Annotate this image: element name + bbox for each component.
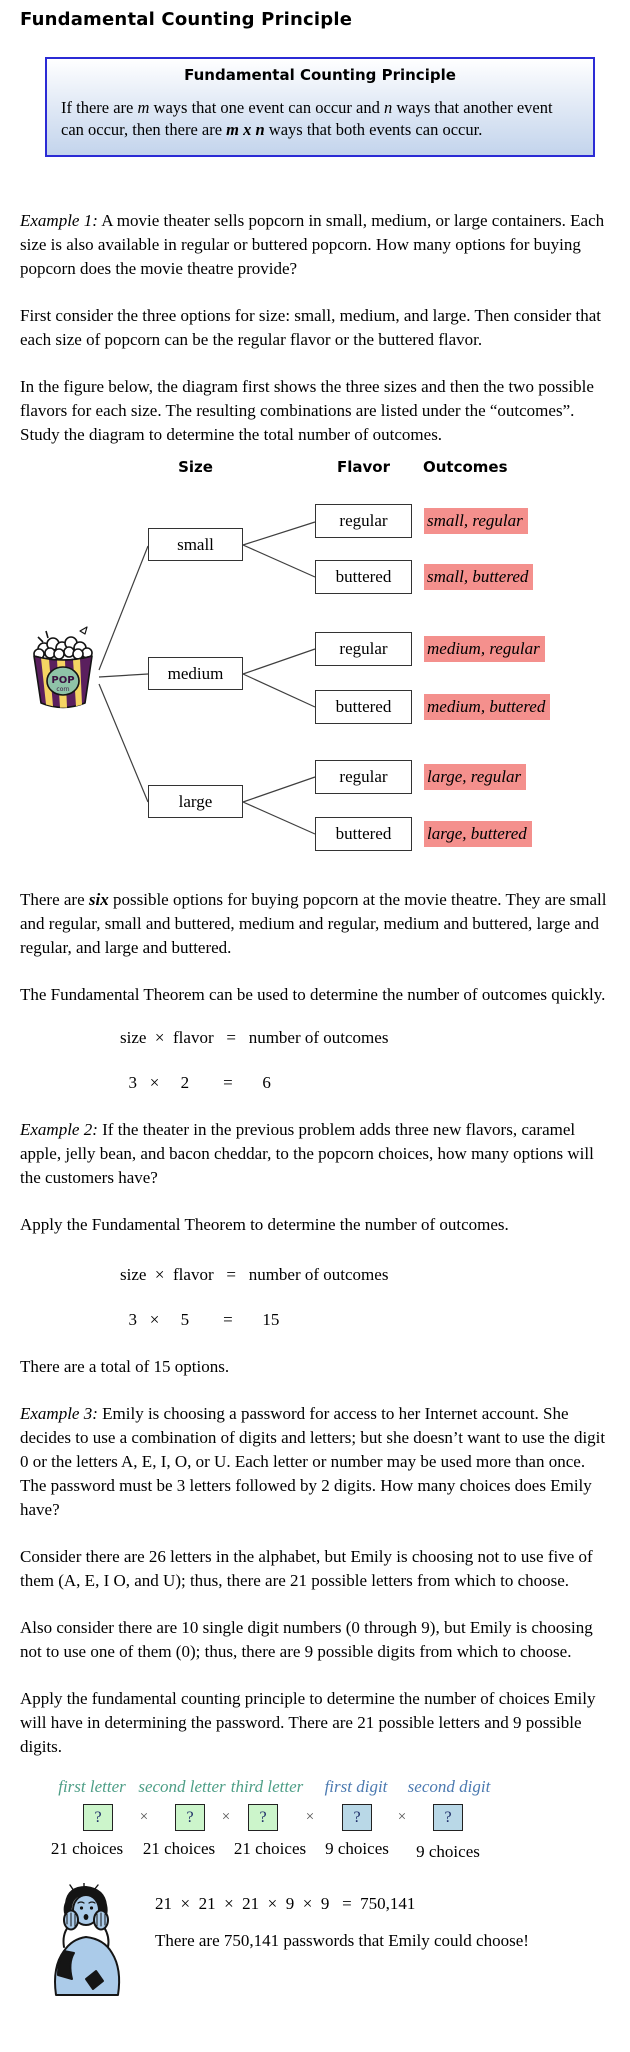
size-node-medium: medium	[148, 657, 243, 690]
bucket-pop-label: POP	[51, 675, 74, 686]
answer-box-first-digit: ?	[342, 1804, 372, 1831]
choices-label: 21 choices	[50, 1839, 124, 1858]
choices-label: 21 choices	[233, 1839, 307, 1858]
thinking-woman-icon	[54, 1883, 121, 1996]
summary-text: possible options for buying popcorn at t…	[20, 890, 607, 957]
bucket-corn-label: corn	[56, 686, 69, 693]
page-title: Fundamental Counting Principle	[20, 9, 353, 30]
example1-label: Example 1:	[20, 211, 98, 230]
choices-label: 9 choices	[416, 1842, 480, 1861]
multiply-sign: ×	[305, 1809, 315, 1825]
paragraph-summary: There are six possible options for buyin…	[20, 888, 612, 960]
answer-box-first-letter: ?	[83, 1804, 113, 1831]
outcome-highlight: medium, buttered	[424, 694, 551, 720]
password-result: There are 750,141 passwords that Emily c…	[155, 1931, 529, 1950]
tree-lines	[98, 521, 316, 835]
flavor-node-small-regular: regular	[315, 504, 412, 538]
tree-diagram: POP corn Size Flavor Outcomes small medi…	[0, 457, 630, 882]
password-diagram: first letter second letter third letter …	[0, 1777, 630, 1869]
principle-box: Fundamental Counting Principle If there …	[45, 57, 595, 157]
slot-label-third-letter: third letter	[230, 1777, 304, 1796]
final-answer-section: 21 × 21 × 21 × 9 × 9 = 750,141 There are…	[0, 1881, 630, 2031]
principle-box-body: If there are m ways that one event can o…	[61, 97, 579, 141]
popcorn-bucket-icon: POP corn	[33, 626, 93, 709]
flavor-node-large-regular: regular	[315, 760, 412, 794]
answer-box-third-letter: ?	[248, 1804, 278, 1831]
flavor-node-large-buttered: buttered	[315, 817, 412, 851]
summary-text: There are	[20, 890, 89, 909]
principle-text: ways that another event can occur, then …	[61, 98, 553, 139]
example1-text: A movie theater sells popcorn in small, …	[20, 211, 605, 278]
paragraph-consider-digits: Also consider there are 10 single digit …	[20, 1618, 593, 1661]
outcome-highlight: medium, regular	[424, 636, 545, 662]
slot-label-second-letter: second letter	[138, 1777, 226, 1796]
outcome-highlight: large, regular	[424, 764, 527, 790]
paragraph-theorem-intro: The Fundamental Theorem can be used to d…	[20, 985, 606, 1004]
column-header-size: Size	[178, 458, 213, 476]
principle-text: If there are	[61, 98, 138, 117]
var-m: m	[137, 98, 150, 117]
example2-label: Example 2:	[20, 1120, 98, 1139]
outcome-highlight: large, buttered	[424, 821, 532, 847]
paragraph-apply2: Apply the Fundamental Theorem to determi…	[20, 1215, 509, 1234]
example2-text: If the theater in the previous problem a…	[20, 1120, 594, 1187]
answer-box-second-digit: ?	[433, 1804, 463, 1831]
size-node-large: large	[148, 785, 243, 818]
slot-label-first-digit: first digit	[324, 1777, 388, 1796]
flavor-node-medium-regular: regular	[315, 632, 412, 666]
equation-words-1: size × flavor = number of outcomes	[120, 1028, 389, 1047]
paragraph-example3: Example 3: Emily is choosing a password …	[20, 1402, 612, 1522]
paragraph-sizes: First consider the three options for siz…	[20, 306, 602, 349]
size-node-small: small	[148, 528, 243, 561]
example3-text: Emily is choosing a password for access …	[20, 1404, 606, 1519]
outcome-highlight: small, buttered	[424, 564, 534, 590]
var-mxn: m x n	[226, 120, 265, 139]
choices-label: 21 choices	[142, 1839, 216, 1858]
choices-label: 9 choices	[325, 1839, 389, 1858]
paragraph-example2: Example 2: If the theater in the previou…	[20, 1118, 612, 1190]
column-header-outcomes: Outcomes	[423, 458, 508, 476]
example3-label: Example 3:	[20, 1404, 98, 1423]
multiply-sign: ×	[397, 1809, 407, 1825]
paragraph-figure-intro: In the figure below, the diagram first s…	[20, 377, 594, 444]
equation-numbers-1: 3 × 2 = 6	[120, 1073, 271, 1092]
column-header-flavor: Flavor	[337, 458, 390, 476]
flavor-node-small-buttered: buttered	[315, 560, 412, 594]
equation-numbers-2: 3 × 5 = 15	[120, 1310, 280, 1329]
password-equation: 21 × 21 × 21 × 9 × 9 = 750,141	[155, 1894, 416, 1913]
principle-box-title: Fundamental Counting Principle	[184, 66, 456, 84]
multiply-sign: ×	[139, 1809, 149, 1825]
var-n: n	[383, 98, 393, 117]
principle-text: ways that both events can occur.	[264, 120, 483, 139]
slot-label-second-digit: second digit	[407, 1777, 491, 1796]
paragraph-apply3: Apply the fundamental counting principle…	[20, 1689, 596, 1756]
slot-label-first-letter: first letter	[58, 1777, 126, 1796]
paragraph-example1: Example 1: A movie theater sells popcorn…	[20, 209, 612, 281]
paragraph-total: There are a total of 15 options.	[20, 1357, 230, 1376]
answer-box-second-letter: ?	[175, 1804, 205, 1831]
equation-words-2: size × flavor = number of outcomes	[120, 1265, 389, 1284]
paragraph-consider-letters: Consider there are 26 letters in the alp…	[20, 1547, 593, 1590]
multiply-sign: ×	[221, 1809, 231, 1825]
principle-text: ways that one event can occur and	[149, 98, 384, 117]
flavor-node-medium-buttered: buttered	[315, 690, 412, 724]
document-page: { "page": { "title": "Fundamental Counti…	[0, 9, 630, 2052]
summary-six: six	[88, 890, 109, 909]
outcome-highlight: small, regular	[424, 508, 528, 534]
